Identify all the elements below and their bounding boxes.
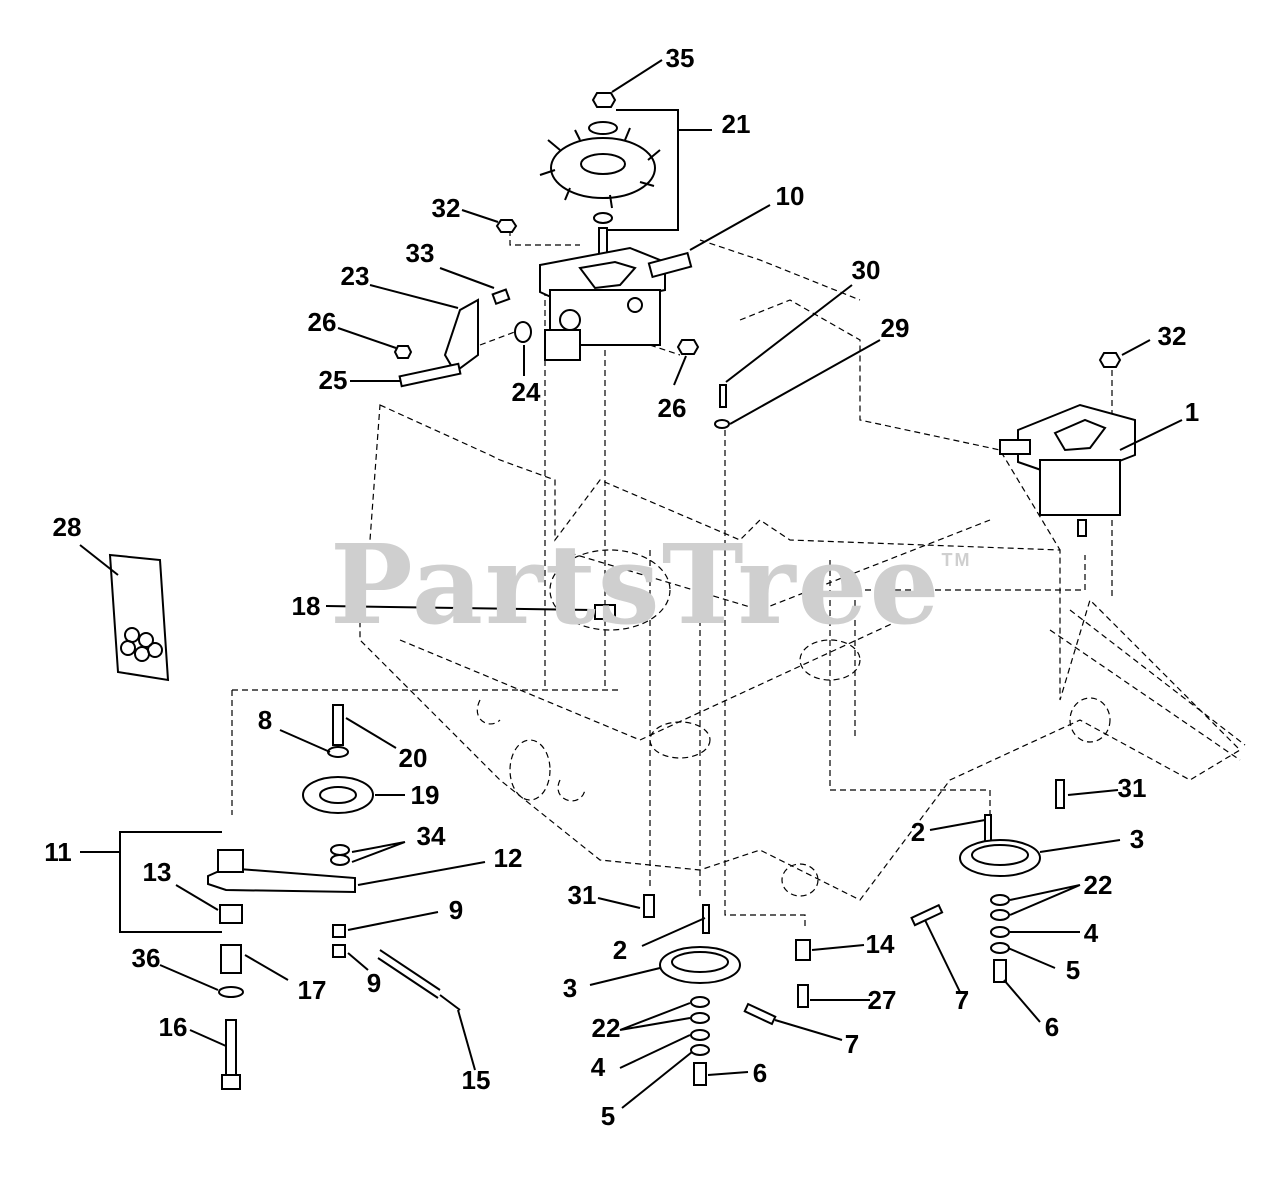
leader-lines (79, 59, 1183, 1109)
callout-19: 19 (410, 780, 440, 810)
callout-31-right: 31 (1117, 773, 1147, 803)
callout-36: 36 (131, 943, 161, 973)
callout-25: 25 (318, 365, 348, 395)
callout-24: 24 (511, 377, 541, 407)
callout-22-center: 22 (591, 1013, 621, 1043)
washer-29 (714, 419, 730, 429)
transmission-10 (539, 246, 693, 361)
callout-2-right: 2 (910, 817, 926, 847)
callout-4-center: 4 (590, 1052, 606, 1082)
callout-31-center: 31 (567, 880, 597, 910)
center-pulley-group (643, 894, 811, 1086)
transmission-1 (999, 403, 1136, 537)
callout-5-center: 5 (600, 1101, 616, 1131)
fan-assembly (539, 121, 661, 257)
nut-32-right (1098, 352, 1122, 368)
callout-21: 21 (721, 109, 751, 139)
callout-1: 1 (1184, 397, 1200, 427)
callout-34: 34 (416, 821, 446, 851)
callout-32-right: 32 (1157, 321, 1187, 351)
bushing-18 (594, 604, 616, 620)
idler-assembly (207, 704, 461, 1090)
hardware-bag-28 (108, 553, 170, 682)
callout-14: 14 (865, 929, 895, 959)
callout-26-right: 26 (657, 393, 687, 423)
callout-16: 16 (158, 1012, 188, 1042)
callout-8: 8 (257, 705, 273, 735)
callout-11: 11 (44, 837, 72, 867)
callout-20: 20 (398, 743, 428, 773)
callout-7-center: 7 (844, 1029, 860, 1059)
callout-29: 29 (880, 313, 910, 343)
callout-6-right: 6 (1044, 1012, 1060, 1042)
callout-10: 10 (775, 181, 805, 211)
callout-6-center: 6 (752, 1058, 768, 1088)
callout-35: 35 (665, 43, 695, 73)
callout-9-upper: 9 (448, 895, 464, 925)
callout-9-lower: 9 (366, 968, 382, 998)
callout-33: 33 (405, 238, 435, 268)
callout-12: 12 (493, 843, 523, 873)
callout-4-right: 4 (1083, 918, 1099, 948)
callout-7-right: 7 (954, 985, 970, 1015)
nut-35 (591, 92, 617, 108)
callout-28: 28 (52, 512, 82, 542)
callout-17: 17 (297, 975, 327, 1005)
callout-23: 23 (340, 261, 370, 291)
callout-2-center: 2 (612, 935, 628, 965)
bolt-30 (719, 384, 727, 408)
nut-32-left (495, 219, 518, 233)
chassis-frame (231, 230, 1246, 930)
bracket-group (393, 288, 700, 388)
callout-32-left: 32 (431, 193, 461, 223)
callout-27: 27 (867, 985, 897, 1015)
callout-18: 18 (291, 591, 321, 621)
callout-15: 15 (461, 1065, 491, 1095)
callout-5-right: 5 (1065, 955, 1081, 985)
callout-22-right: 22 (1083, 870, 1113, 900)
callout-26-left: 26 (307, 307, 337, 337)
callout-3-right: 3 (1129, 824, 1145, 854)
callout-3-center: 3 (562, 973, 578, 1003)
callout-30: 30 (851, 255, 881, 285)
callout-13: 13 (142, 857, 172, 887)
right-pulley-group (910, 779, 1065, 983)
